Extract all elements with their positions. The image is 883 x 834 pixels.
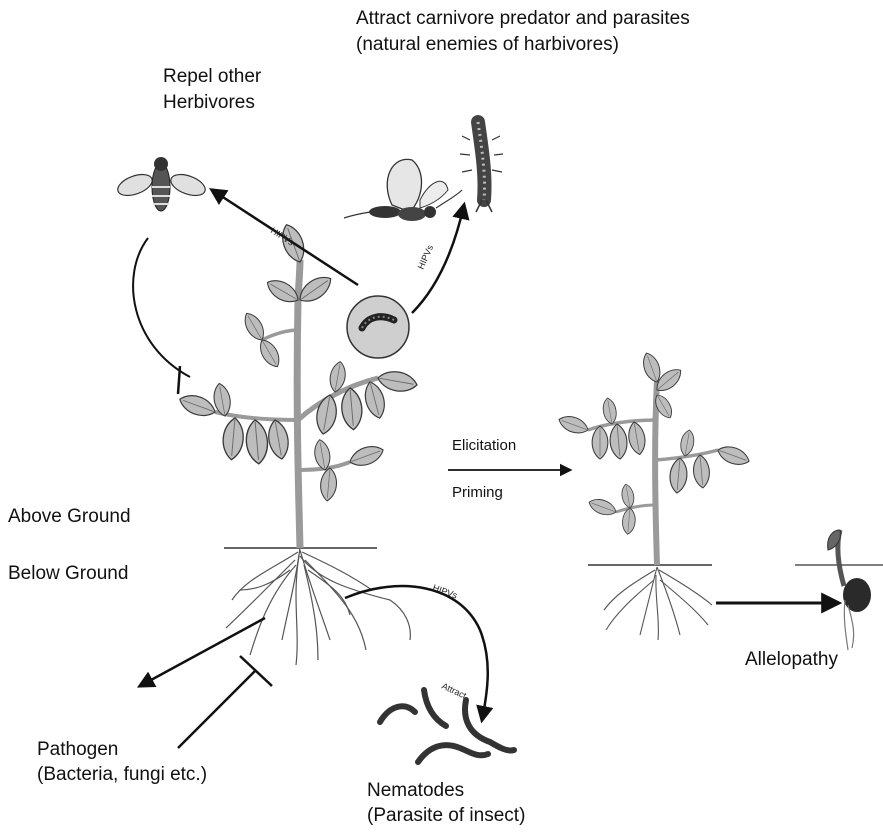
roots-main — [226, 548, 410, 665]
primed-plant — [557, 351, 752, 640]
hipvs-up-label: HIPVs — [416, 243, 436, 271]
nematodes-icon — [380, 690, 514, 762]
hipvs-roots-label: HIPVs — [431, 582, 459, 600]
caterpillar-icon — [347, 296, 409, 358]
seedling-icon — [795, 530, 883, 650]
wasp-icon — [344, 159, 462, 221]
roots-primed — [604, 567, 712, 640]
main-plant — [177, 222, 419, 665]
bee-icon — [115, 157, 208, 211]
repel-inhibition-line — [133, 238, 190, 377]
pathogen-arrow — [140, 618, 265, 686]
larva-icon — [460, 122, 503, 212]
pathogen-inhibition-line — [178, 670, 256, 748]
